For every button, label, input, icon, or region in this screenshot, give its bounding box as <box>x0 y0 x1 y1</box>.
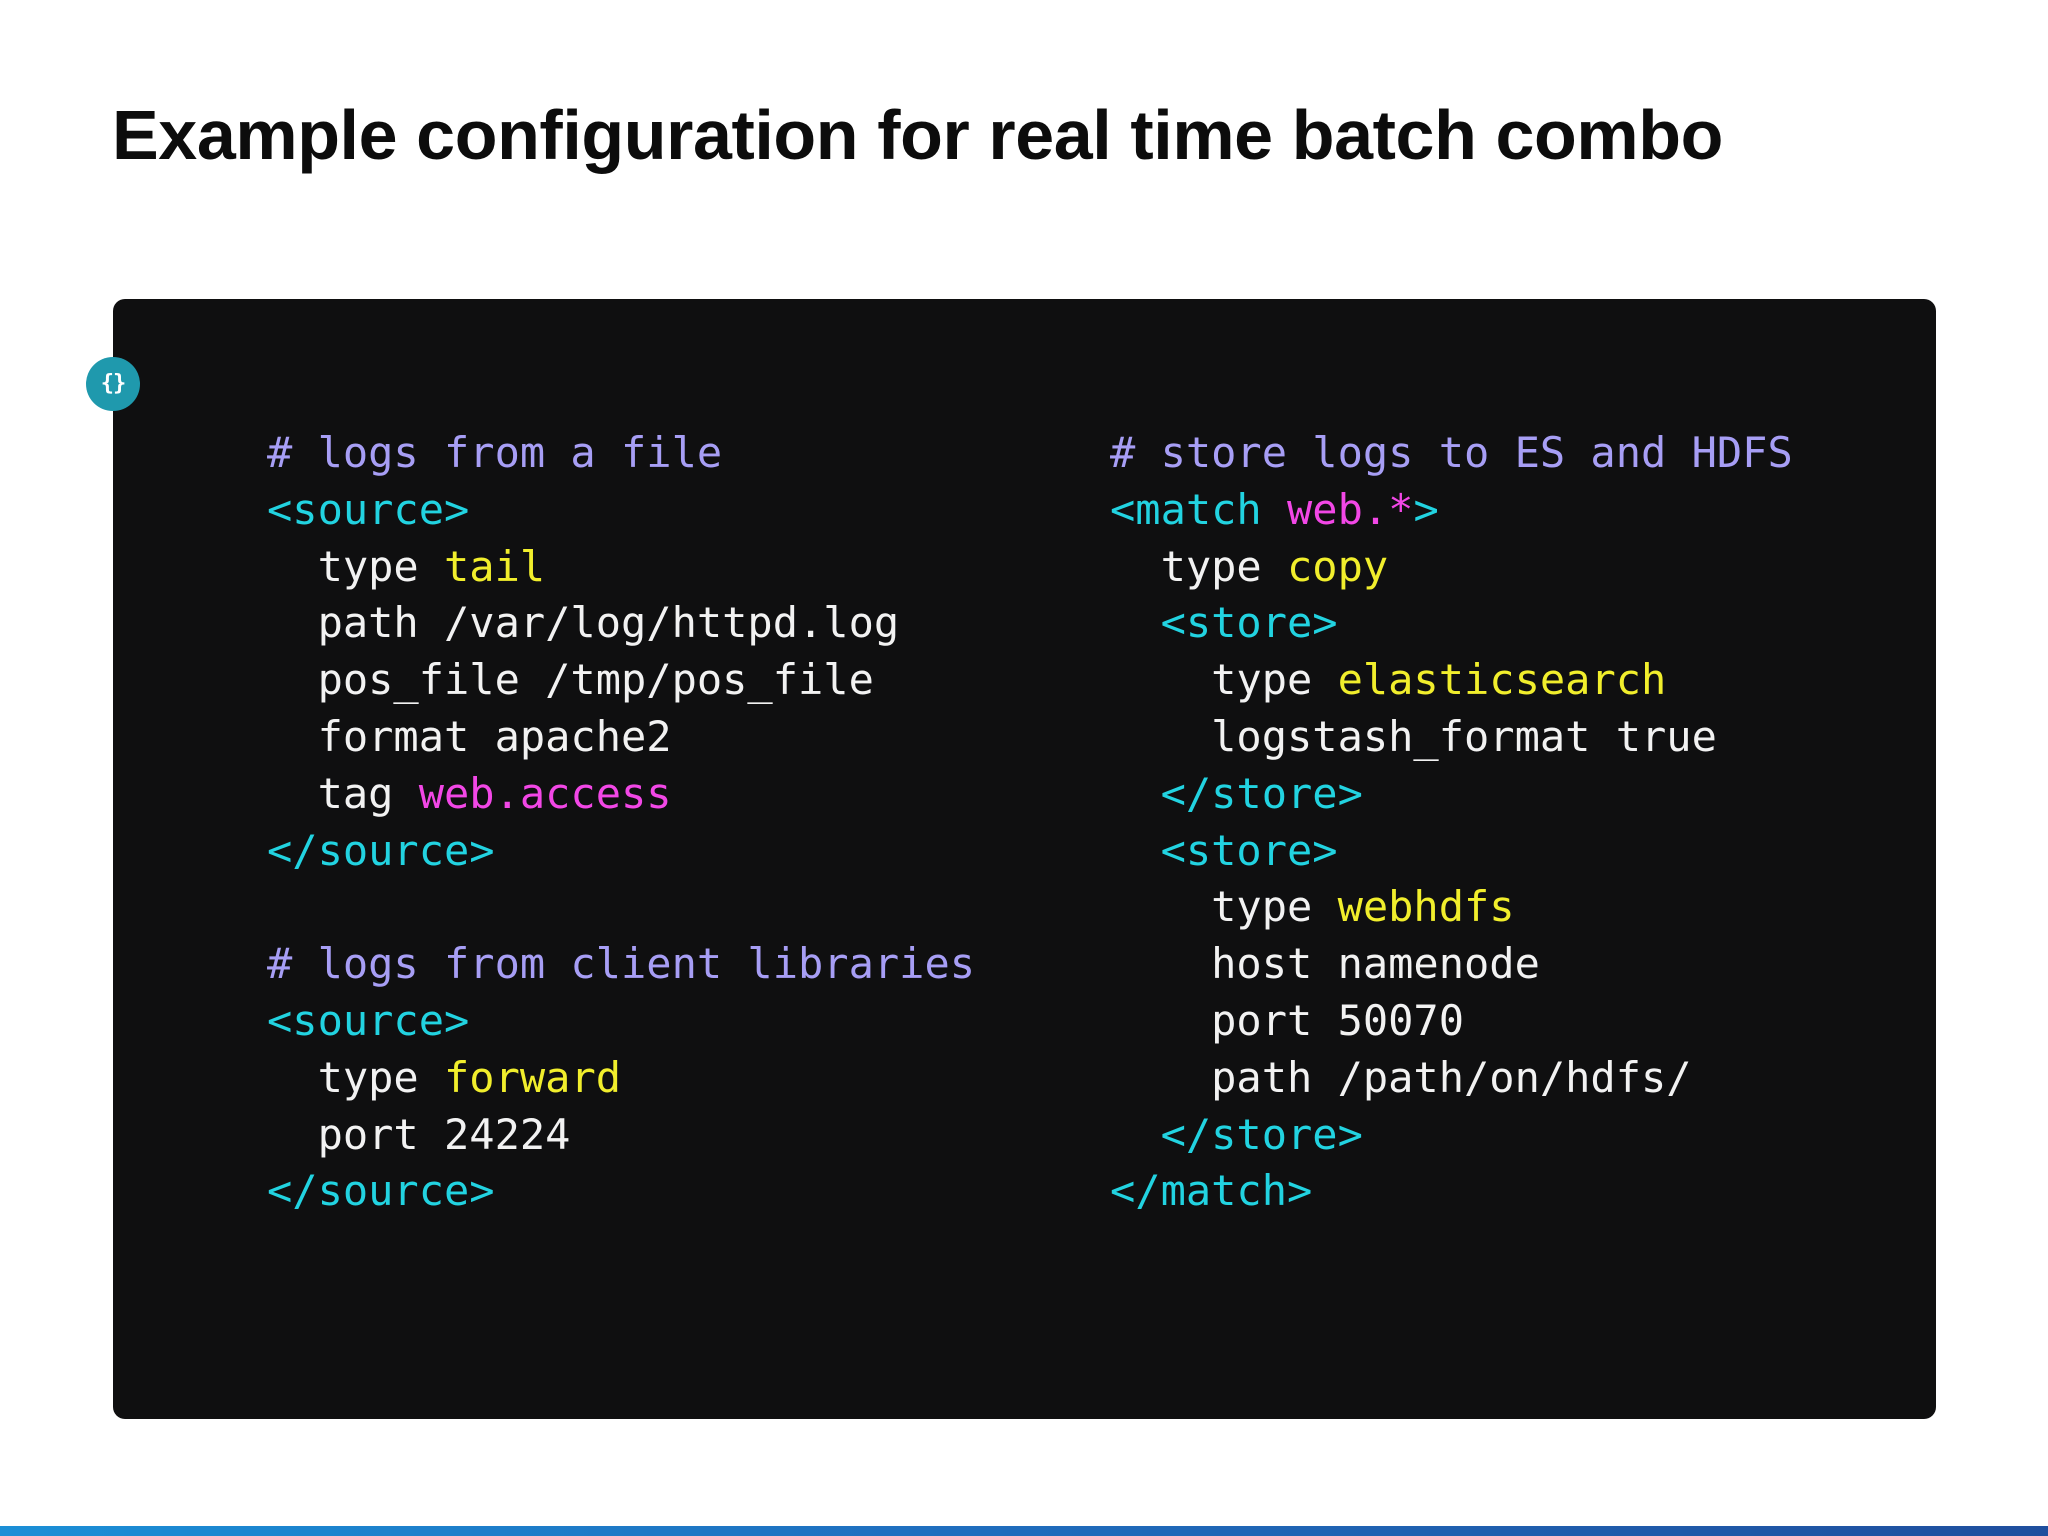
code-token: port 24224 <box>267 1109 571 1159</box>
code-token: > <box>1413 484 1439 534</box>
code-line: port 50070 <box>1110 993 1793 1050</box>
code-token: type <box>1110 655 1338 705</box>
code-token: # store logs to ES and HDFS <box>1110 428 1793 477</box>
code-token: </store> <box>1110 768 1363 818</box>
code-line: </store> <box>1110 766 1793 823</box>
code-line <box>267 879 975 936</box>
code-token: # logs from client libraries <box>267 939 976 989</box>
code-line: # store logs to ES and HDFS <box>1110 425 1793 482</box>
code-braces-icon: {} <box>86 357 140 411</box>
code-line: type forward <box>267 1050 975 1107</box>
code-token: <store> <box>1110 825 1338 875</box>
code-token: # logs from a file <box>267 428 723 477</box>
code-line: path /path/on/hdfs/ <box>1110 1050 1793 1107</box>
code-token: port 50070 <box>1110 995 1465 1045</box>
code-line: </source> <box>267 823 975 880</box>
code-token: type <box>1110 882 1338 932</box>
code-token: <match <box>1110 484 1288 534</box>
code-token: webhdfs <box>1337 882 1515 932</box>
code-token: pos_file /tmp/pos_file <box>267 655 874 705</box>
code-line: <source> <box>267 482 975 539</box>
code-token: elasticsearch <box>1337 655 1667 705</box>
code-line: tag web.access <box>267 766 975 823</box>
code-line: format apache2 <box>267 709 975 766</box>
code-line: </store> <box>1110 1107 1793 1164</box>
code-token: path /var/log/httpd.log <box>267 598 900 648</box>
code-line: <store> <box>1110 823 1793 880</box>
slide-title: Example configuration for real time batc… <box>112 96 1723 174</box>
code-column-left: # logs from a file <source> type tail pat… <box>267 425 975 1220</box>
code-line: # logs from a file <box>267 425 975 482</box>
code-token: <source> <box>267 484 470 534</box>
code-line: <match web.*> <box>1110 482 1793 539</box>
code-token: </source> <box>267 1166 495 1216</box>
code-token: type <box>267 1052 445 1102</box>
code-line: type elasticsearch <box>1110 652 1793 709</box>
code-block <box>113 299 1936 1419</box>
code-line: type copy <box>1110 539 1793 596</box>
code-token: type <box>1110 541 1288 591</box>
code-line: <store> <box>1110 595 1793 652</box>
code-line: pos_file /tmp/pos_file <box>267 652 975 709</box>
code-line: port 24224 <box>267 1107 975 1164</box>
code-token: web.* <box>1287 484 1414 534</box>
code-line: type tail <box>267 539 975 596</box>
code-token: tail <box>444 541 546 591</box>
code-line: </match> <box>1110 1163 1793 1220</box>
code-token: copy <box>1287 541 1389 591</box>
code-token: web.access <box>418 768 672 818</box>
code-token: </match> <box>1110 1166 1313 1216</box>
code-line: host namenode <box>1110 936 1793 993</box>
code-token: format apache2 <box>267 711 672 761</box>
code-token: </source> <box>267 825 495 875</box>
code-token: <source> <box>267 995 470 1045</box>
code-token: </store> <box>1110 1109 1363 1159</box>
code-token: logstash_format true <box>1110 711 1717 761</box>
code-line: </source> <box>267 1163 975 1220</box>
code-line: type webhdfs <box>1110 879 1793 936</box>
code-token: forward <box>444 1052 622 1102</box>
code-token: tag <box>267 768 419 818</box>
code-line: <source> <box>267 993 975 1050</box>
code-line: path /var/log/httpd.log <box>267 595 975 652</box>
code-token: path /path/on/hdfs/ <box>1110 1052 1692 1102</box>
code-token: host namenode <box>1110 939 1540 989</box>
bottom-accent-bar <box>0 1526 2048 1536</box>
code-column-right: # store logs to ES and HDFS <match web.*>… <box>1110 425 1793 1220</box>
code-line: logstash_format true <box>1110 709 1793 766</box>
code-token: <store> <box>1110 598 1338 648</box>
code-token: type <box>267 541 445 591</box>
code-line: # logs from client libraries <box>267 936 975 993</box>
